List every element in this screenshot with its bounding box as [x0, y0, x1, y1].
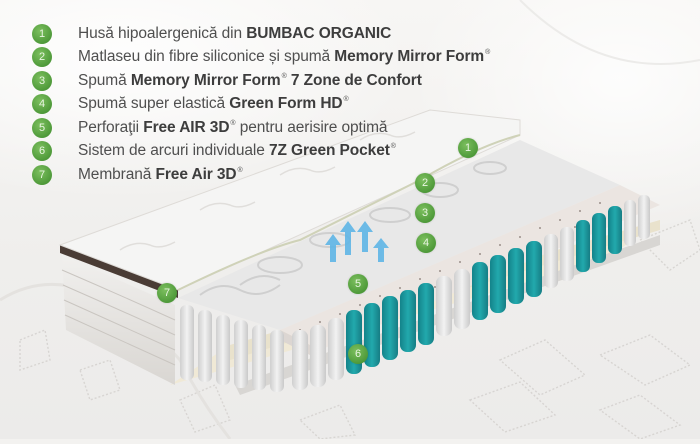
legend-label: Sistem de arcuri individuale 7Z Green Po…: [78, 142, 396, 160]
layer-marker-6: 6: [348, 344, 368, 364]
layer-marker-7: 7: [157, 283, 177, 303]
number-badge: 7: [32, 164, 52, 185]
layer-legend: 1 Husă hipoalergenică din BUMBAC ORGANIC…: [32, 22, 490, 187]
number-badge: 4: [32, 94, 52, 115]
legend-label: Membrană Free Air 3D®: [78, 165, 243, 183]
number-badge: 6: [32, 141, 52, 162]
layer-marker-4: 4: [416, 233, 436, 253]
legend-item: 2 Matlaseu din fibre siliconice și spumă…: [32, 46, 490, 70]
layer-marker-2: 2: [415, 173, 435, 193]
number-badge: 3: [32, 70, 52, 91]
mattress-side-panel: [60, 245, 178, 385]
layer-marker-3: 3: [415, 203, 435, 223]
legend-label: Spumă super elastică Green Form HD®: [78, 95, 349, 113]
layer-marker-5: 5: [348, 274, 368, 294]
number-badge: 2: [32, 47, 52, 68]
pocket-spring-row-front: [180, 305, 284, 392]
legend-label: Husă hipoalergenică din BUMBAC ORGANIC: [78, 24, 392, 42]
legend-label: Matlaseu din fibre siliconice și spumă M…: [78, 48, 491, 66]
legend-item: 6 Sistem de arcuri individuale 7Z Green …: [32, 140, 490, 164]
legend-label: Perforaţii Free AIR 3D® pentru aerisire …: [78, 118, 388, 136]
legend-label: Spumă Memory Mirror Form® 7 Zone de Conf…: [78, 71, 422, 89]
airflow-arrows-icon: [325, 221, 389, 262]
memory-foam-layer: [178, 140, 620, 330]
pocket-spring-cutaway: [292, 195, 650, 390]
legend-item: 5 Perforaţii Free AIR 3D® pentru aerisir…: [32, 116, 490, 140]
number-badge: 5: [32, 117, 52, 138]
legend-item: 7 Membrană Free Air 3D®: [32, 163, 490, 187]
legend-item: 1 Husă hipoalergenică din BUMBAC ORGANIC: [32, 22, 490, 46]
legend-item: 3 Spumă Memory Mirror Form® 7 Zone de Co…: [32, 69, 490, 93]
mattress-top-cover: [58, 109, 521, 291]
layer-marker-1: 1: [458, 138, 478, 158]
number-badge: 1: [32, 23, 52, 44]
legend-item: 4 Spumă super elastică Green Form HD®: [32, 93, 490, 117]
